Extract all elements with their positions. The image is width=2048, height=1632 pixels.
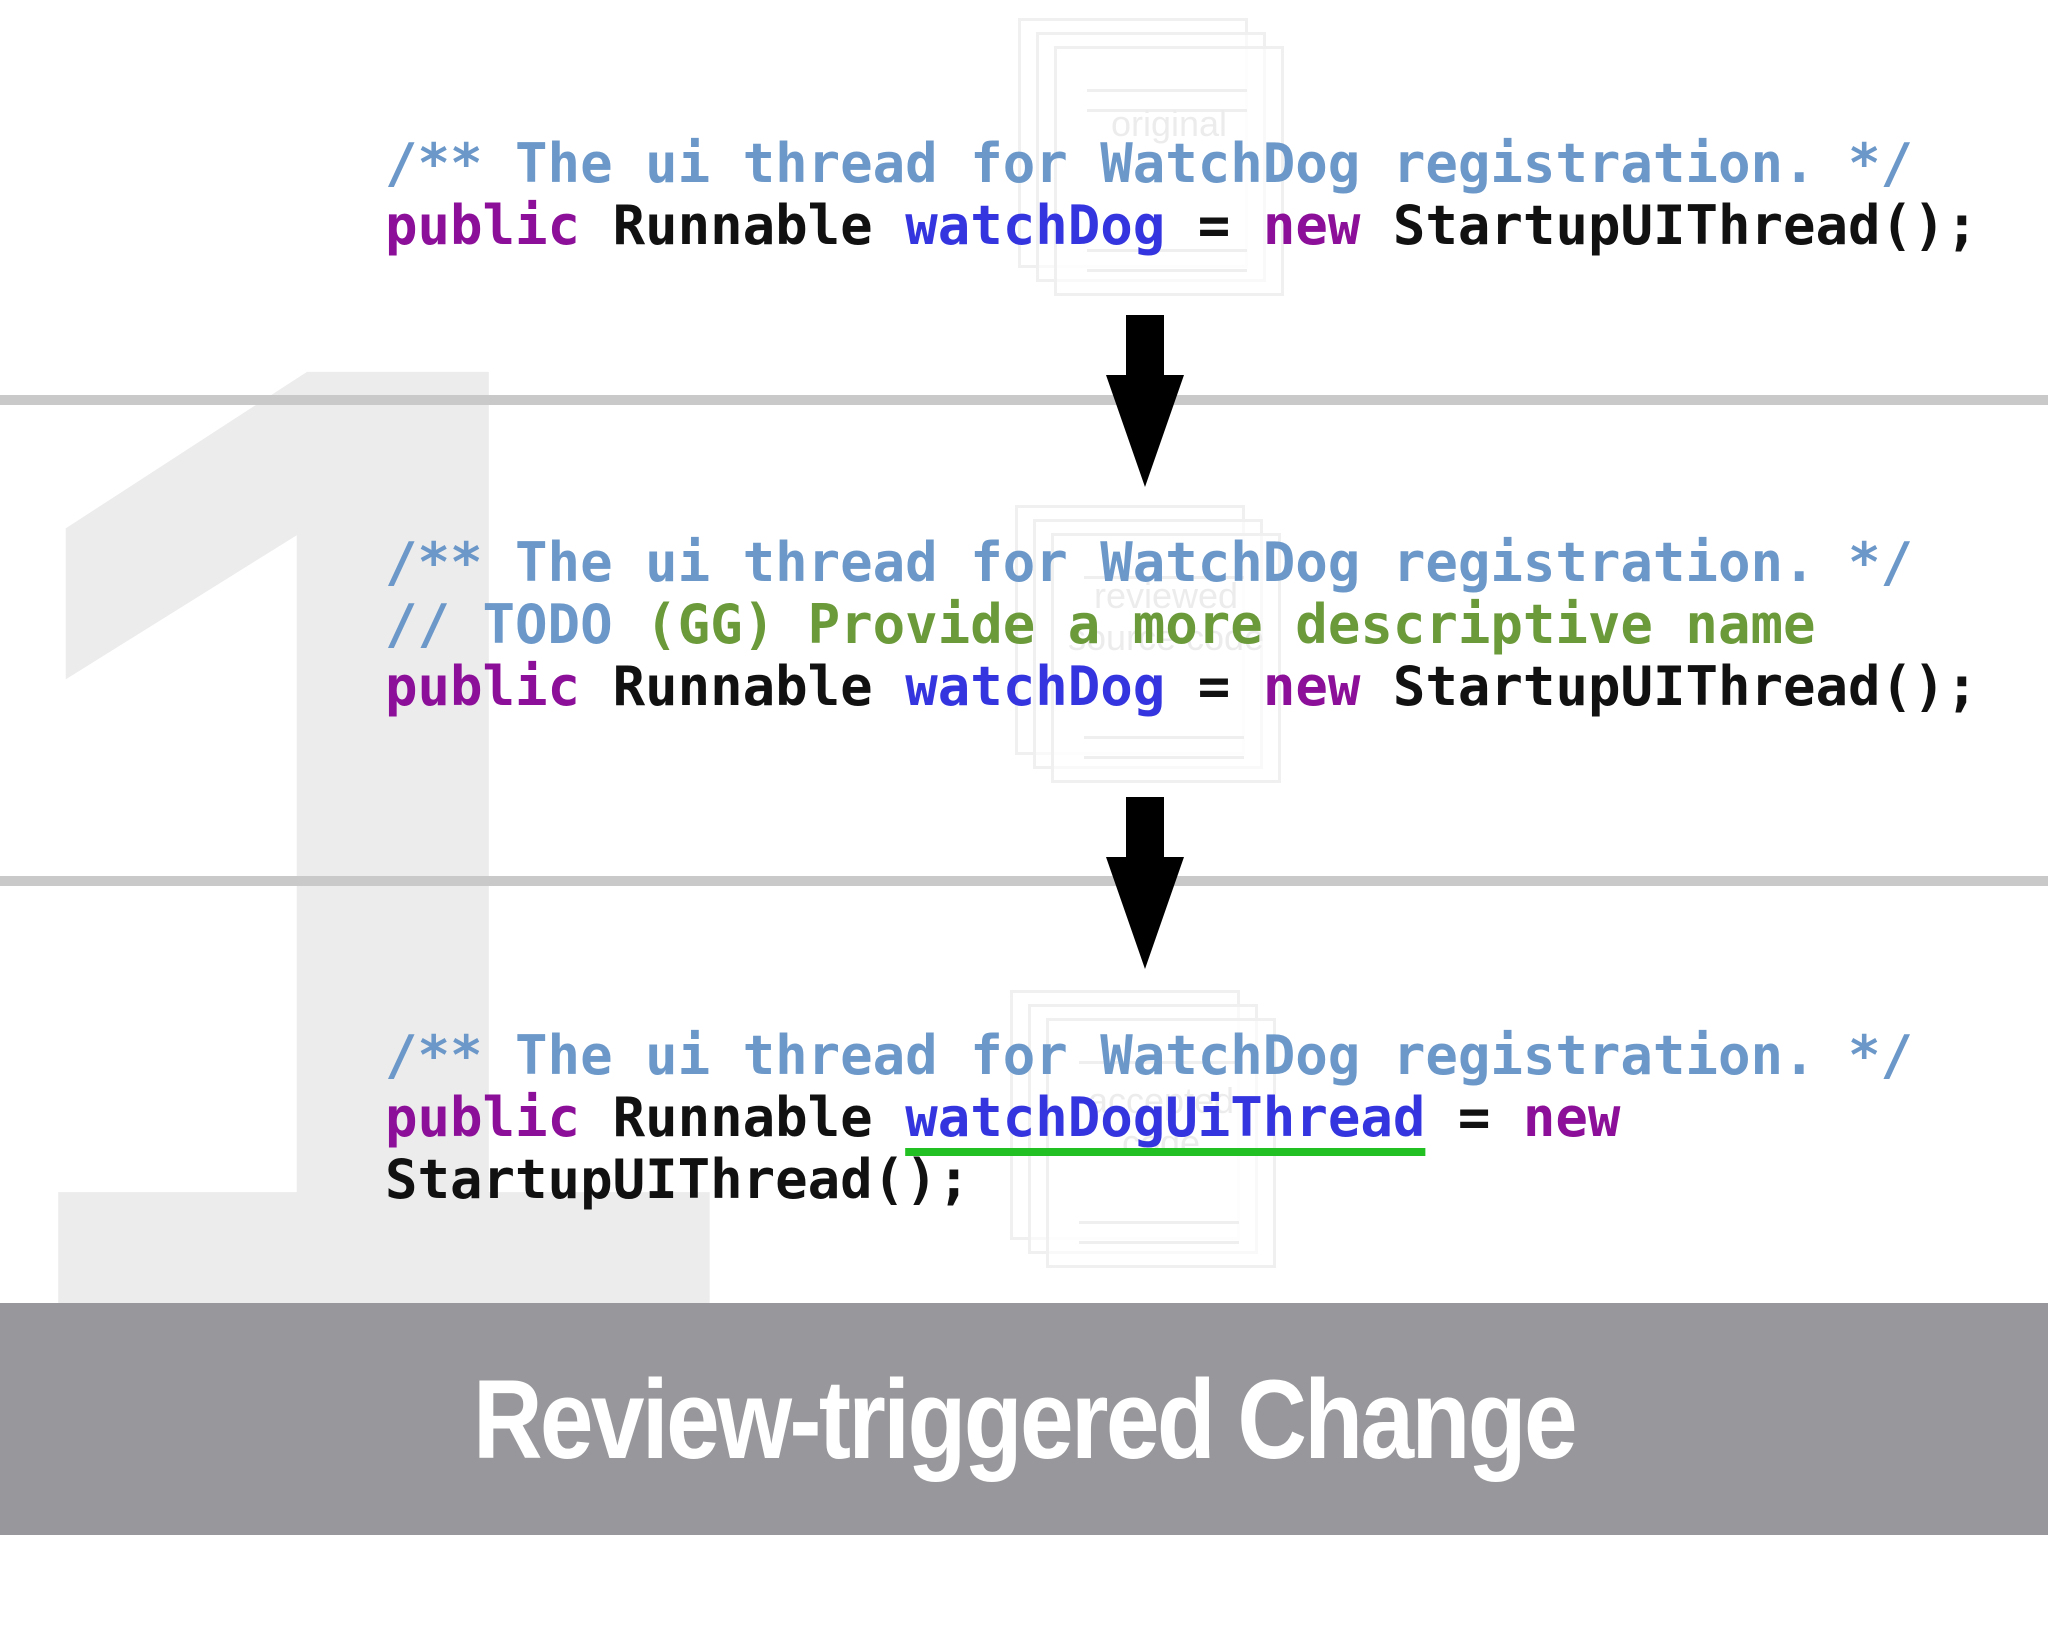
code-line: // TODO (GG) Provide a more descriptive …: [385, 594, 1978, 656]
code-line: /** The ui thread for WatchDog registrat…: [385, 1025, 1913, 1087]
code-line: public Runnable watchDog = new StartupUI…: [385, 656, 1978, 718]
code-comment: // TODO: [385, 593, 613, 656]
code-line: public Runnable watchDog = new StartupUI…: [385, 195, 1978, 257]
code-line: /** The ui thread for WatchDog registrat…: [385, 532, 1978, 594]
original-doc-stack-icon: original: [1018, 18, 1288, 298]
doc-label: reviewed source code: [1067, 575, 1265, 658]
code-keyword: new: [1262, 194, 1361, 257]
slide: 1 original reviewed source code accepted…: [0, 18, 2048, 1550]
doc-label: accepted code: [1087, 1080, 1235, 1163]
code-comment: /** The ui thread for WatchDog registrat…: [385, 531, 1914, 594]
code-text: StartupUIThread();: [1360, 655, 1979, 718]
code-block-reviewed: /** The ui thread for WatchDog registrat…: [385, 532, 1978, 718]
renamed-identifier: watchDogUiThread: [905, 1086, 1426, 1149]
doc-label: original: [1110, 103, 1228, 144]
code-block-original: /** The ui thread for WatchDog registrat…: [385, 133, 1978, 257]
code-identifier: watchDog: [905, 655, 1166, 718]
code-todo-text: (GG) Provide a more descriptive name: [612, 593, 1816, 656]
down-arrow-icon: [1106, 797, 1186, 972]
code-comment: /** The ui thread for WatchDog registrat…: [385, 1024, 1914, 1087]
accepted-doc-stack-icon: accepted code: [1010, 990, 1280, 1270]
code-identifier: watchDog: [905, 194, 1166, 257]
stage-divider: [0, 876, 2048, 886]
code-line: /** The ui thread for WatchDog registrat…: [385, 133, 1978, 195]
code-text: StartupUIThread();: [385, 1148, 971, 1211]
code-keyword: new: [1522, 1086, 1621, 1149]
code-comment: /** The ui thread for WatchDog registrat…: [385, 132, 1914, 195]
slide-title: Review-triggered Change: [472, 1356, 1578, 1482]
reviewed-doc-stack-icon: reviewed source code: [1015, 505, 1285, 785]
code-keyword: public: [385, 194, 581, 257]
code-text: Runnable: [580, 655, 906, 718]
code-text: StartupUIThread();: [1360, 194, 1979, 257]
code-keyword: public: [385, 655, 581, 718]
code-text: =: [1425, 1086, 1523, 1149]
code-text: =: [1165, 655, 1263, 718]
code-text: Runnable: [580, 1086, 906, 1149]
code-keyword: public: [385, 1086, 581, 1149]
code-text: =: [1165, 194, 1263, 257]
stage-divider: [0, 395, 2048, 405]
title-banner: Review-triggered Change: [0, 1303, 2048, 1535]
code-text: Runnable: [580, 194, 906, 257]
code-block-accepted: /** The ui thread for WatchDog registrat…: [385, 1025, 1913, 1211]
code-line: public Runnable watchDogUiThread = new: [385, 1087, 1913, 1149]
code-line: StartupUIThread();: [385, 1149, 1913, 1211]
down-arrow-icon: [1106, 315, 1186, 490]
code-keyword: new: [1262, 655, 1361, 718]
